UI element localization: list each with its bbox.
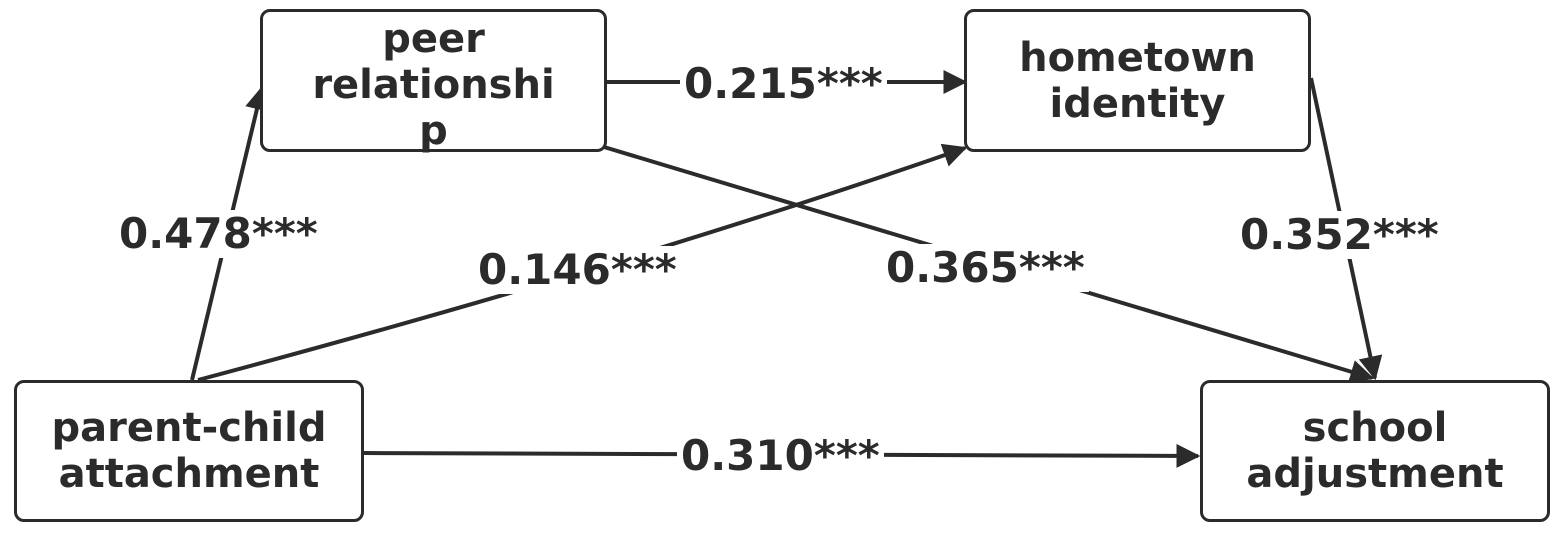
node-hometown-identity-line-2: identity	[1049, 80, 1226, 127]
coef-parent-to-hometown: 0.146***	[474, 246, 681, 294]
coef-peer-to-hometown: 0.215***	[680, 60, 887, 108]
coef-peer-to-school: 0.365***	[882, 244, 1089, 292]
node-school-adjustment-line-1: school	[1302, 405, 1448, 451]
node-parent-child-attachment-line-1: parent-child	[51, 405, 327, 451]
node-school-adjustment: school adjustment	[1200, 380, 1550, 522]
node-peer-relationship-line-1: peer	[382, 16, 485, 62]
node-hometown-identity: hometown identity	[964, 9, 1311, 152]
coef-parent-to-peer: 0.478***	[115, 210, 322, 258]
node-parent-child-attachment: parent-child attachment	[14, 380, 364, 522]
node-parent-child-attachment-line-2: attachment	[58, 451, 320, 497]
node-school-adjustment-line-2: adjustment	[1246, 451, 1504, 497]
coef-parent-to-school: 0.310***	[677, 432, 884, 480]
node-peer-relationship-line-3: p	[419, 108, 448, 154]
node-hometown-identity-line-1: hometown	[1019, 34, 1256, 81]
coef-hometown-to-school: 0.352***	[1236, 211, 1443, 259]
node-peer-relationship-line-2: relationshi	[312, 62, 555, 108]
node-peer-relationship: peer relationshi p	[260, 9, 607, 154]
